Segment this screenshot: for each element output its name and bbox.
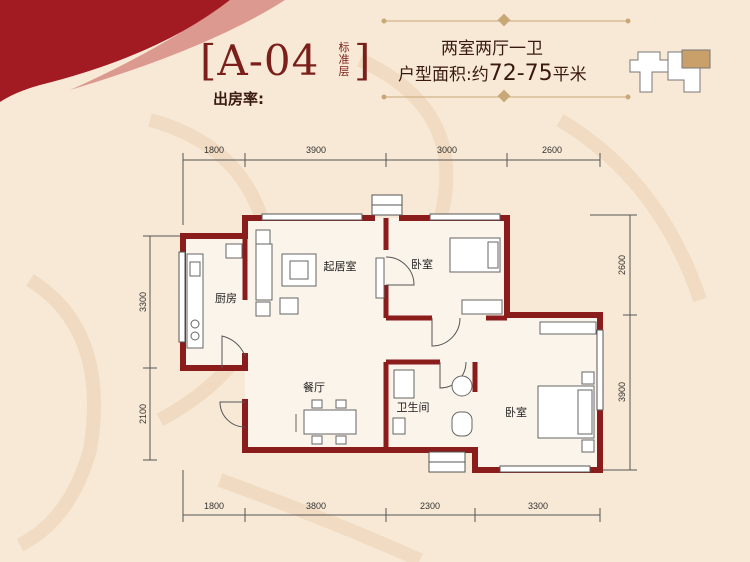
dim-bottom-3: 2300 xyxy=(420,501,440,511)
dim-right-1: 2600 xyxy=(617,255,627,275)
bedroom-north-bed xyxy=(449,237,503,315)
model-title-close-bracket: ] xyxy=(354,36,371,85)
area-unit: 平米 xyxy=(552,65,587,85)
corner-ribbon-highlight xyxy=(70,0,285,90)
room-label-living: 起居室 xyxy=(324,259,357,273)
dim-bottom-1: 1800 xyxy=(204,501,224,511)
dimension-lines xyxy=(143,153,637,522)
area-label: 户型面积:约 xyxy=(398,65,489,85)
dim-left-2: 2100 xyxy=(138,404,148,424)
occupancy-label: 出房率: xyxy=(213,90,264,108)
model-code: A-04 xyxy=(217,36,320,85)
key-plan-thumbnail xyxy=(629,49,711,93)
area-value: 72-75 xyxy=(488,61,553,86)
header-ornament xyxy=(381,13,631,103)
windows xyxy=(178,194,604,473)
dim-right-2: 3900 xyxy=(617,382,627,402)
room-label-bedroom-north: 卧室 xyxy=(411,257,433,271)
kitchen-counter xyxy=(186,243,243,349)
floor-tag: 标准层 xyxy=(338,41,350,78)
area-line: 户型面积:约72-75平米 xyxy=(398,60,587,86)
dim-top-1: 1800 xyxy=(204,145,224,155)
dim-top-3: 3000 xyxy=(437,145,457,155)
interior-walls xyxy=(242,218,507,450)
living-room-sofa xyxy=(255,229,385,317)
dining-table xyxy=(295,399,357,445)
room-label-bathroom: 卫生间 xyxy=(397,400,430,414)
bedroom-south-bed xyxy=(537,321,597,453)
room-label-bedroom-south: 卧室 xyxy=(505,405,527,419)
dim-bottom-2: 3800 xyxy=(306,501,326,511)
layout-summary: 两室两厅一卫 xyxy=(441,39,543,59)
dim-top-4: 2600 xyxy=(542,145,562,155)
dim-left-1: 3300 xyxy=(138,292,148,312)
dim-top-2: 3900 xyxy=(306,145,326,155)
room-label-dining: 餐厅 xyxy=(303,380,325,394)
bathroom-fixtures xyxy=(392,369,473,437)
dim-bottom-4: 3300 xyxy=(528,501,548,511)
room-label-kitchen: 厨房 xyxy=(215,292,237,305)
model-title: [A-04 xyxy=(200,36,320,85)
corner-ribbon xyxy=(0,0,230,102)
